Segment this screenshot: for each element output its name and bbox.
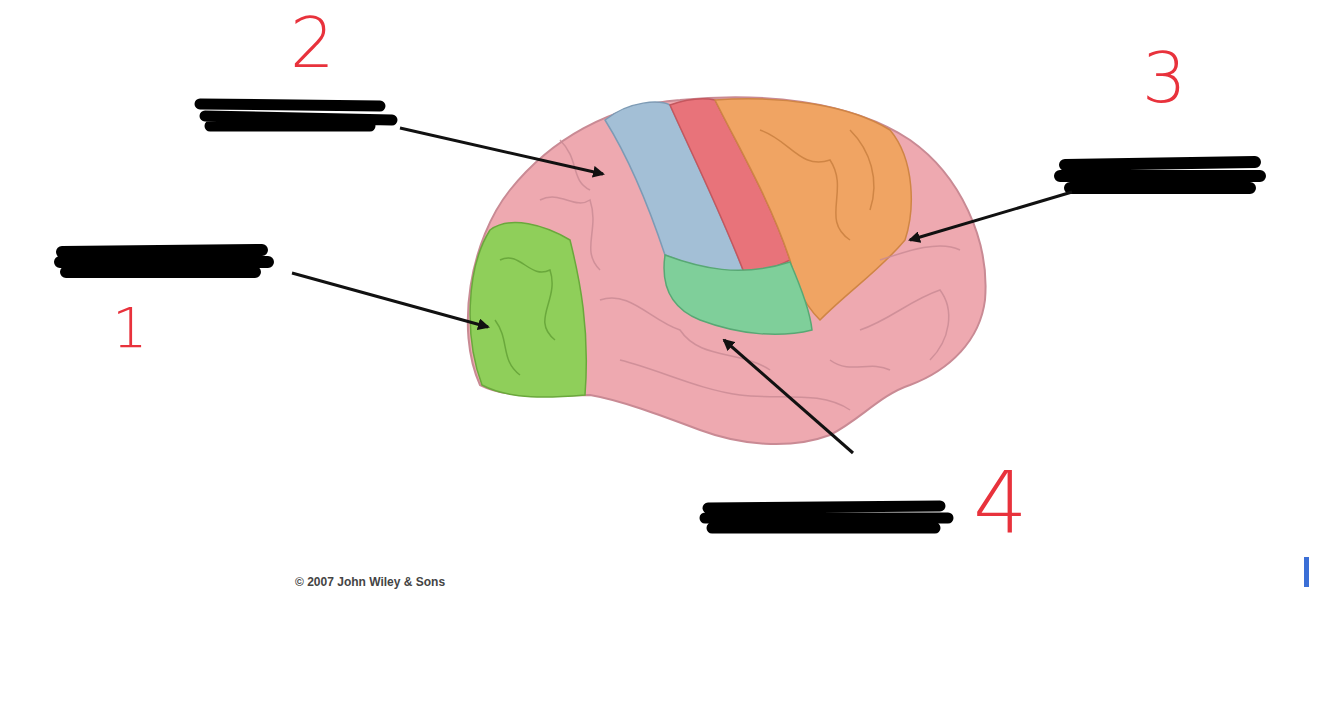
brain-outline <box>468 97 986 444</box>
auditory-region <box>664 255 812 334</box>
gyrus-lines <box>540 140 960 410</box>
callout-number: 3 <box>1142 43 1187 113</box>
gyrus-lines <box>760 130 874 240</box>
cursor-bar <box>1304 557 1309 587</box>
leader-arrow <box>292 128 1072 453</box>
occipital-region <box>470 223 586 398</box>
callout-number: 2 <box>290 8 335 78</box>
redaction-scribble <box>60 104 1260 528</box>
callout-number: 4 <box>973 460 1028 546</box>
gyrus-lines <box>495 258 555 375</box>
copyright-notice: © 2007 John Wiley & Sons <box>295 576 445 588</box>
callout-number: 1 <box>112 300 148 356</box>
